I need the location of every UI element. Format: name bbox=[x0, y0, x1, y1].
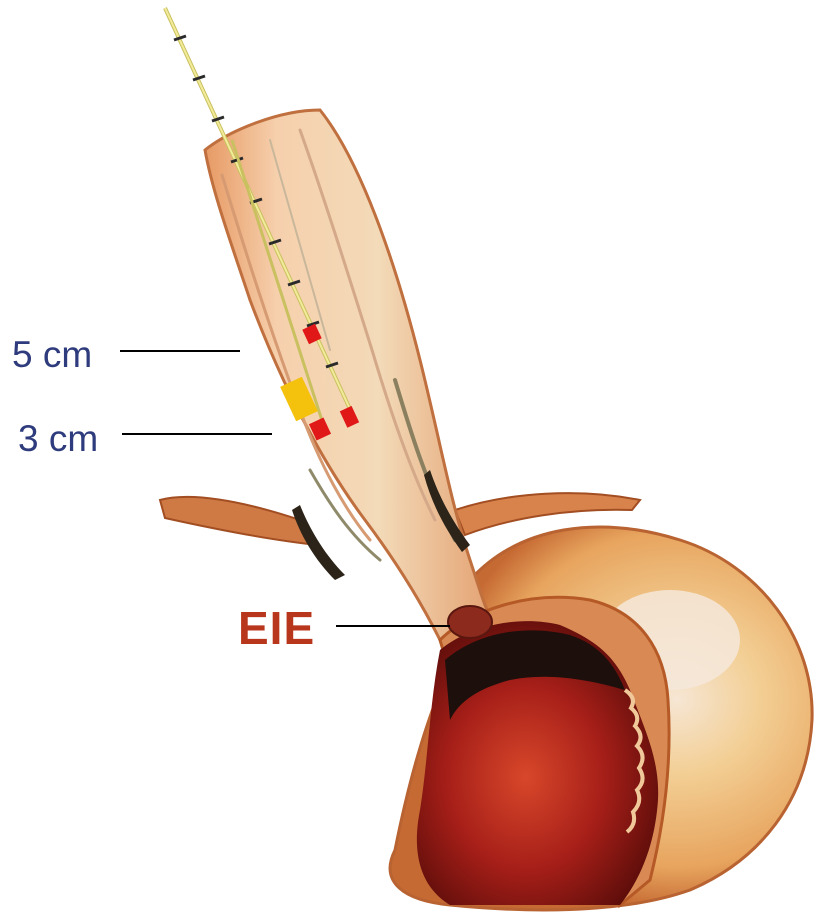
label-5cm: 5 cm bbox=[12, 336, 92, 373]
label-eie: EIE bbox=[238, 605, 315, 651]
sphincter bbox=[448, 606, 492, 638]
label-3cm: 3 cm bbox=[18, 420, 98, 457]
diaphragm-left bbox=[160, 497, 318, 545]
